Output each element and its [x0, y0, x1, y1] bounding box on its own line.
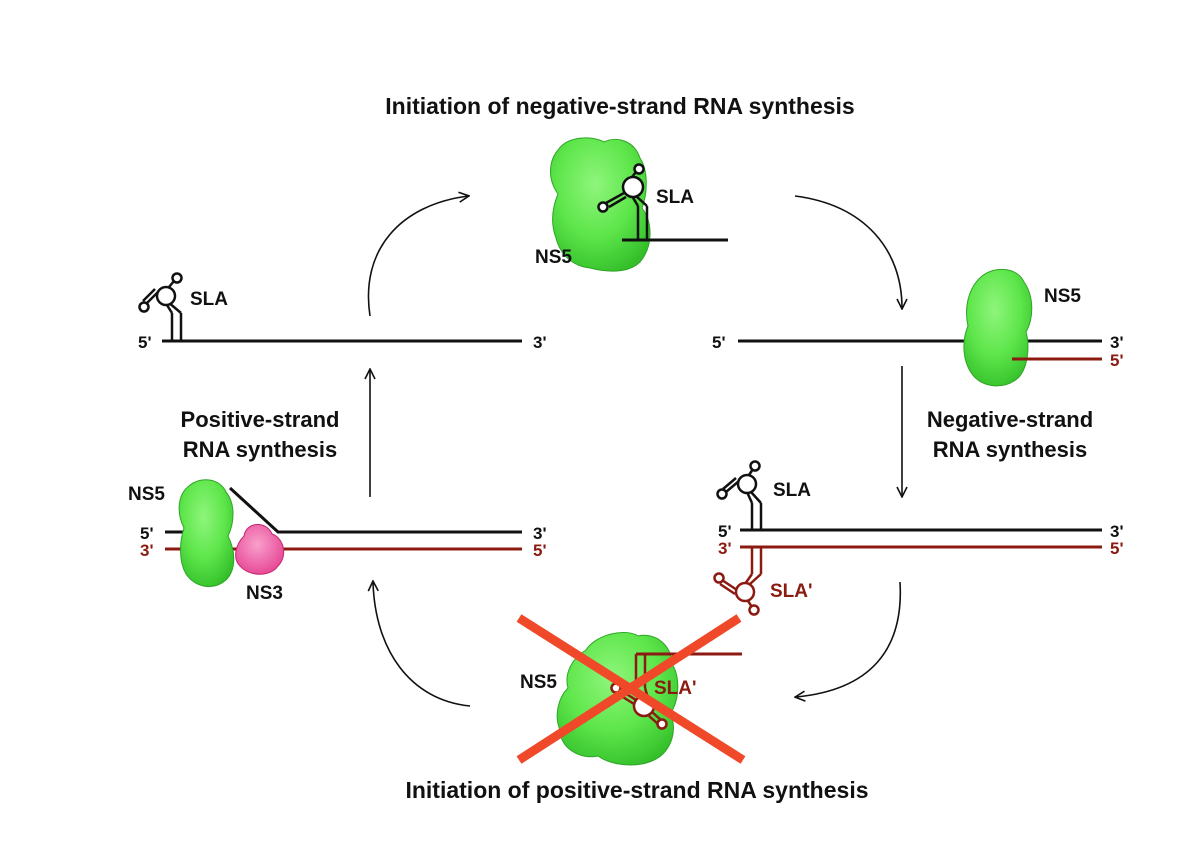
label-5-prime-ds-right: 5' — [1110, 539, 1124, 558]
label-ns5-bottom: NS5 — [520, 672, 557, 693]
label-sla-prime-right: SLA' — [770, 581, 813, 602]
label-3-prime-right: 3' — [1110, 333, 1124, 352]
label-5-prime-neg-right: 5' — [1110, 351, 1124, 370]
cycle-arrows — [367, 195, 902, 707]
ns5-protein-right — [963, 268, 1033, 387]
label-5-prime-left-end: 5' — [533, 541, 547, 560]
sla-stem-loop-top — [597, 163, 649, 240]
label-ns5-left: NS5 — [128, 484, 165, 505]
positive-elongation-complex: NS5 NS3 5' 3' 3' 5' — [128, 479, 547, 604]
label-3-prime-ds-right: 3' — [1110, 522, 1124, 541]
stage-negative-line2: RNA synthesis — [933, 437, 1087, 462]
ns5-protein-left — [178, 479, 235, 588]
genome-top-left: SLA 5' 3' — [138, 272, 547, 352]
arrow-to-top — [367, 196, 468, 317]
sla-stem-loop — [138, 272, 183, 341]
arrow-to-bottom — [796, 581, 902, 697]
arrow-bottom-to-left — [373, 582, 471, 707]
label-5-prime-right: 5' — [712, 333, 726, 352]
ns3-protein — [235, 524, 285, 575]
label-5-prime-left: 5' — [140, 524, 154, 543]
sla-stem-loop-right — [716, 460, 763, 530]
label-5-prime: 5' — [138, 333, 152, 352]
label-ns5-top: NS5 — [535, 247, 572, 268]
stage-negative-line1: Negative-strand — [927, 407, 1093, 432]
label-5-prime-ds: 5' — [718, 522, 732, 541]
label-3-prime-ds: 3' — [718, 539, 732, 558]
stage-positive-line2: RNA synthesis — [183, 437, 337, 462]
negative-elongation-complex: NS5 5' 3' 5' — [712, 268, 1124, 387]
label-sla-right: SLA — [773, 480, 811, 501]
title-positive-initiation: Initiation of positive-strand RNA synthe… — [405, 777, 868, 803]
label-ns5-right: NS5 — [1044, 286, 1081, 307]
arrow-top-to-right — [794, 195, 902, 308]
label-sla-top: SLA — [656, 187, 694, 208]
label-3-prime-left: 3' — [140, 541, 154, 560]
title-negative-initiation: Initiation of negative-strand RNA synthe… — [385, 93, 854, 119]
label-3-prime: 3' — [533, 333, 547, 352]
top-initiation-complex: SLA NS5 — [535, 137, 728, 272]
blocked-cross-icon — [516, 614, 746, 764]
label-ns3: NS3 — [246, 583, 283, 604]
stage-positive-line1: Positive-strand — [181, 407, 340, 432]
label-sla: SLA — [190, 289, 228, 310]
sla-prime-stem-loop-right — [713, 547, 763, 616]
dsrna-complex: SLA SLA' 5' 3' 3' 5' — [713, 460, 1124, 616]
label-3-prime-left-end: 3' — [533, 524, 547, 543]
label-sla-prime-bottom: SLA' — [654, 678, 697, 699]
bottom-initiation-complex: NS5 SLA' — [516, 614, 746, 766]
